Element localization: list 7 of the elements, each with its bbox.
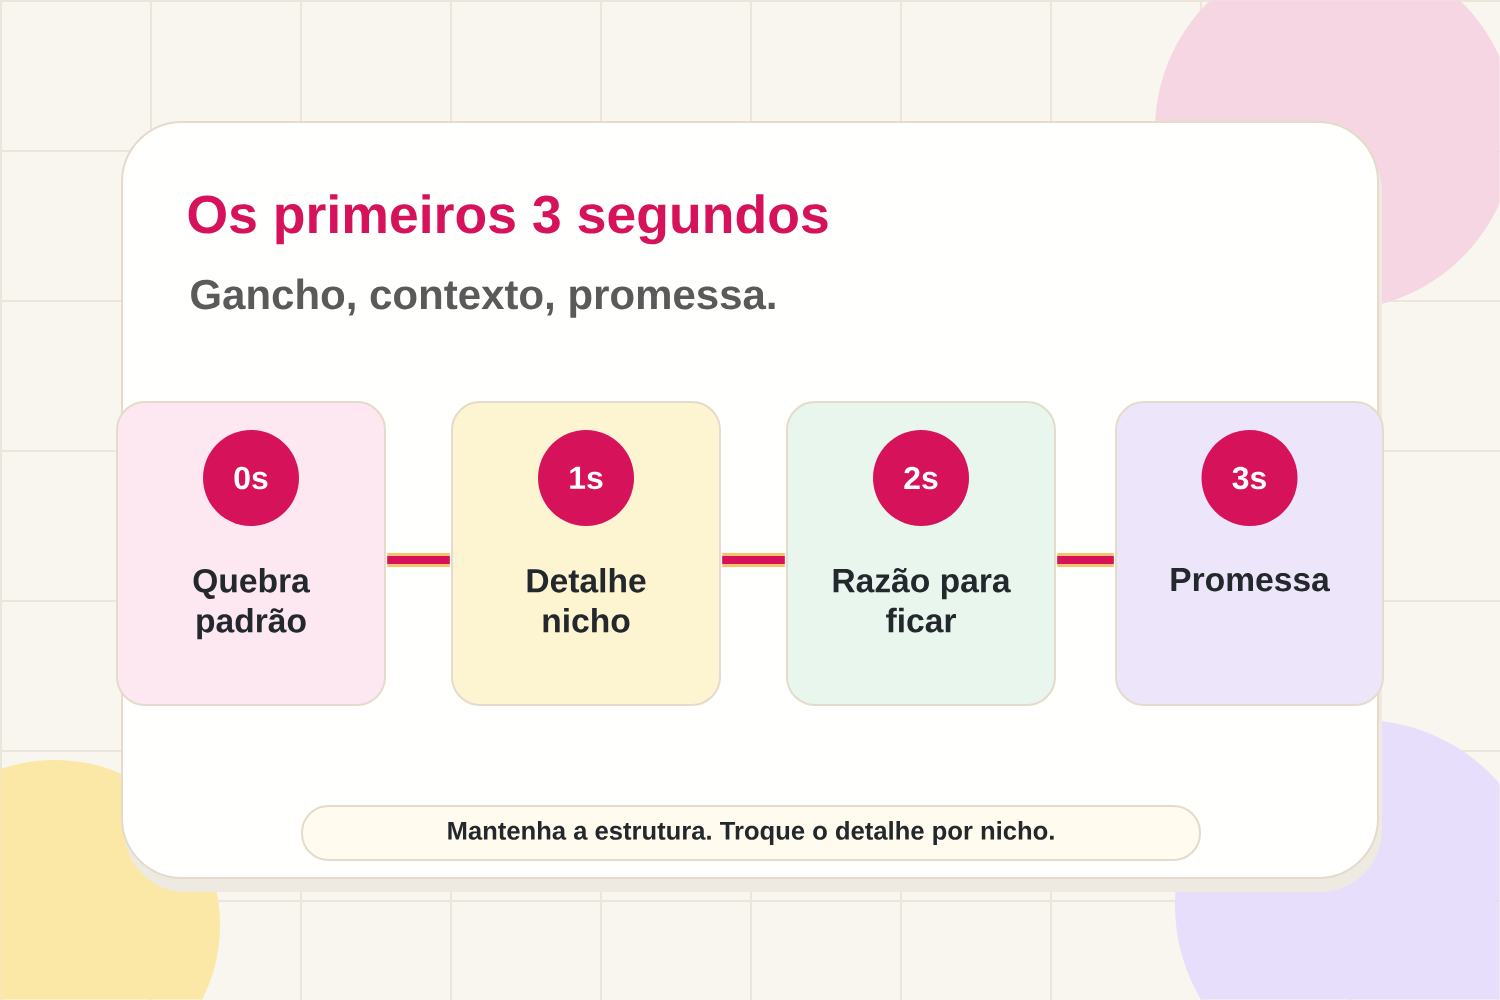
time-badge: 1s	[538, 430, 634, 526]
time-badge: 2s	[873, 430, 969, 526]
time-badge: 3s	[1201, 430, 1298, 526]
title: Os primeiros 3 segundos	[188, 194, 828, 245]
subtitle: Gancho, contexto, promessa.	[191, 278, 775, 318]
note-banner: Mantenha a estrutura. Troque o detalhe por nicho.	[301, 805, 1201, 861]
time-badge: 0s	[203, 430, 299, 526]
